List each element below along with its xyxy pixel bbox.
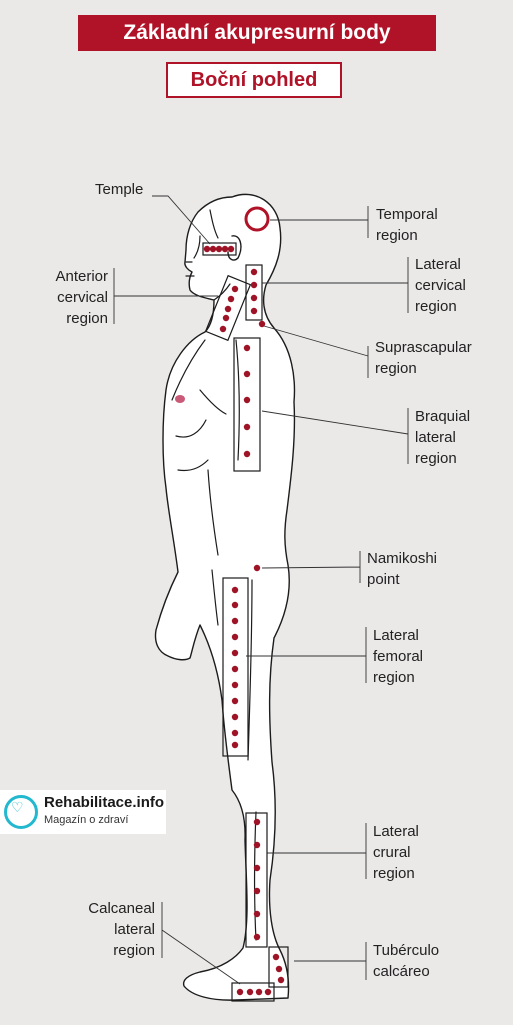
label-suprascapular: Suprascapular region (375, 339, 472, 377)
temple-point (209, 245, 217, 253)
label-temporal-region: Temporal region (376, 206, 438, 244)
braquial-point (243, 423, 251, 431)
calcaneal-point (255, 988, 263, 996)
logo-name: Rehabilitace.info (44, 794, 165, 811)
femoral-box (222, 577, 249, 757)
anterior-cervical-point (222, 314, 230, 322)
calcaneal-point (246, 988, 254, 996)
tuberculo-point (272, 953, 280, 961)
femoral-point (231, 713, 239, 721)
calcaneal-point (236, 988, 244, 996)
femoral-point (231, 697, 239, 705)
nipple (175, 395, 185, 403)
temple-point (215, 245, 223, 253)
temple-point (227, 245, 235, 253)
temple-point (221, 245, 229, 253)
lateral-cervical-box (245, 264, 263, 321)
braquial-point (243, 370, 251, 378)
temporal-region-marker (244, 206, 270, 232)
crural-point (253, 864, 261, 872)
logo[interactable]: ♡ Rehabilitace.info Magazín o zdraví (0, 790, 166, 834)
label-crural: Lateral crural region (373, 823, 419, 882)
lateral-cervical-point (250, 307, 258, 315)
tuberculo-box (268, 946, 289, 988)
label-femoral: Lateral femoral region (373, 627, 424, 686)
temple-box (202, 242, 237, 256)
femoral-point (231, 741, 239, 749)
label-lateral-cervical: Lateral cervical region (415, 256, 466, 315)
femoral-point (231, 681, 239, 689)
femoral-point (231, 649, 239, 657)
femoral-point (231, 617, 239, 625)
tuberculo-point (275, 965, 283, 973)
anterior-cervical-point (219, 325, 227, 333)
femoral-point (231, 665, 239, 673)
crural-point (253, 818, 261, 826)
anterior-cervical-point (224, 305, 232, 313)
braquial-point (243, 344, 251, 352)
braquial-point (243, 396, 251, 404)
calcaneal-point (264, 988, 272, 996)
tuberculo-point (277, 976, 285, 984)
crural-box (245, 812, 268, 948)
femoral-point (231, 729, 239, 737)
page-title: Základní akupresurní body (78, 15, 436, 51)
lateral-cervical-point (250, 294, 258, 302)
label-anterior-cervical: Anterior cervical region (55, 268, 108, 327)
leader-lines (113, 195, 409, 985)
label-temple: Temple (95, 181, 144, 198)
heart-icon: ♡ (11, 799, 24, 815)
label-calcaneal: Calcaneal lateral region (88, 900, 155, 959)
anterior-cervical-box (204, 274, 252, 342)
temple-point (203, 245, 211, 253)
label-braquial: Braquial lateral region (415, 408, 471, 467)
label-namikoshi: Namikoshi point (367, 550, 438, 588)
braquial-box (233, 337, 261, 472)
lateral-cervical-point (250, 268, 258, 276)
crural-point (253, 933, 261, 941)
region-boxes (202, 242, 289, 1002)
logo-circle (4, 795, 38, 829)
page-subtitle: Boční pohled (166, 62, 342, 98)
femoral-point (231, 601, 239, 609)
anterior-cervical-point (227, 295, 235, 303)
namikoshi-point (253, 564, 261, 572)
calcaneal-box (231, 982, 275, 1002)
ear-outline (227, 235, 242, 261)
crural-point (253, 841, 261, 849)
label-tuberculo: Tubérculo calcáreo (373, 942, 440, 980)
crural-point (253, 887, 261, 895)
logo-tagline: Magazín o zdraví (44, 814, 129, 826)
crural-point (253, 910, 261, 918)
acupressure-points (203, 245, 285, 996)
braquial-point (243, 450, 251, 458)
femoral-point (231, 586, 239, 594)
femoral-point (231, 633, 239, 641)
lateral-cervical-point (250, 281, 258, 289)
suprascapular-point (258, 320, 266, 328)
anterior-cervical-point (231, 285, 239, 293)
